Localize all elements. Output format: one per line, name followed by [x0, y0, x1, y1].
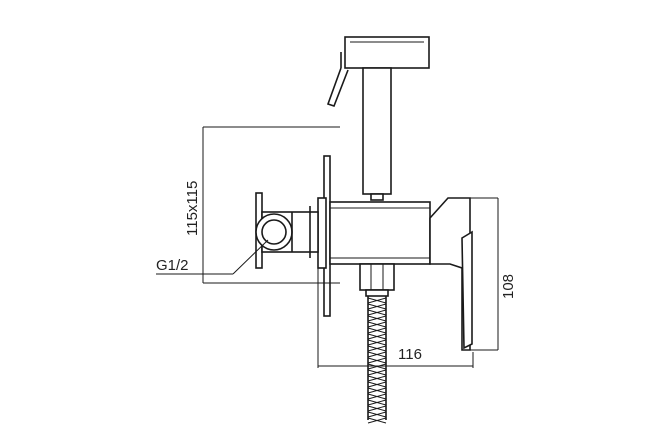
hose-braid-line — [367, 303, 387, 310]
hose-braid-line — [367, 339, 387, 346]
hose-braid-line — [367, 411, 387, 418]
dimension-plate: 115x115 — [184, 126, 340, 284]
hose-braid-line — [367, 369, 387, 376]
dimension-thread-label: G1/2 — [156, 257, 189, 274]
dimension-thread: G1/2 — [156, 239, 269, 275]
hose-braid-line — [367, 345, 387, 352]
hose-braid-line — [367, 387, 387, 394]
hose-braid-line — [367, 357, 387, 364]
shower-handle — [362, 67, 392, 201]
hose-braid-line — [367, 405, 387, 412]
hose-braid-line — [367, 417, 387, 424]
hose-braid-line — [367, 321, 387, 328]
hose-braid-line — [367, 399, 387, 406]
hose-nut — [359, 263, 395, 297]
dimension-width-label: 116 — [398, 346, 422, 363]
hose-braid-line — [367, 315, 387, 322]
shower-head — [326, 36, 430, 107]
braided-hose — [367, 296, 387, 424]
dimension-height: 108 — [448, 197, 517, 351]
hose-braid-line — [367, 351, 387, 358]
dimension-plate-label: 115x115 — [184, 181, 201, 236]
hose-braid-line — [367, 327, 387, 334]
hose-braid-line — [367, 393, 387, 400]
dimension-height-label: 108 — [500, 274, 517, 299]
hose-braid-line — [367, 333, 387, 340]
hose-braid-line — [367, 309, 387, 316]
valve-body — [329, 201, 431, 265]
hose-braid-line — [367, 297, 387, 304]
hose-braid-line — [367, 381, 387, 388]
wall-plate — [317, 155, 331, 317]
dimension-width: 116 — [317, 268, 474, 368]
hose-braid-line — [367, 375, 387, 382]
mixer-lever — [429, 197, 473, 351]
wall-elbow — [255, 192, 319, 269]
